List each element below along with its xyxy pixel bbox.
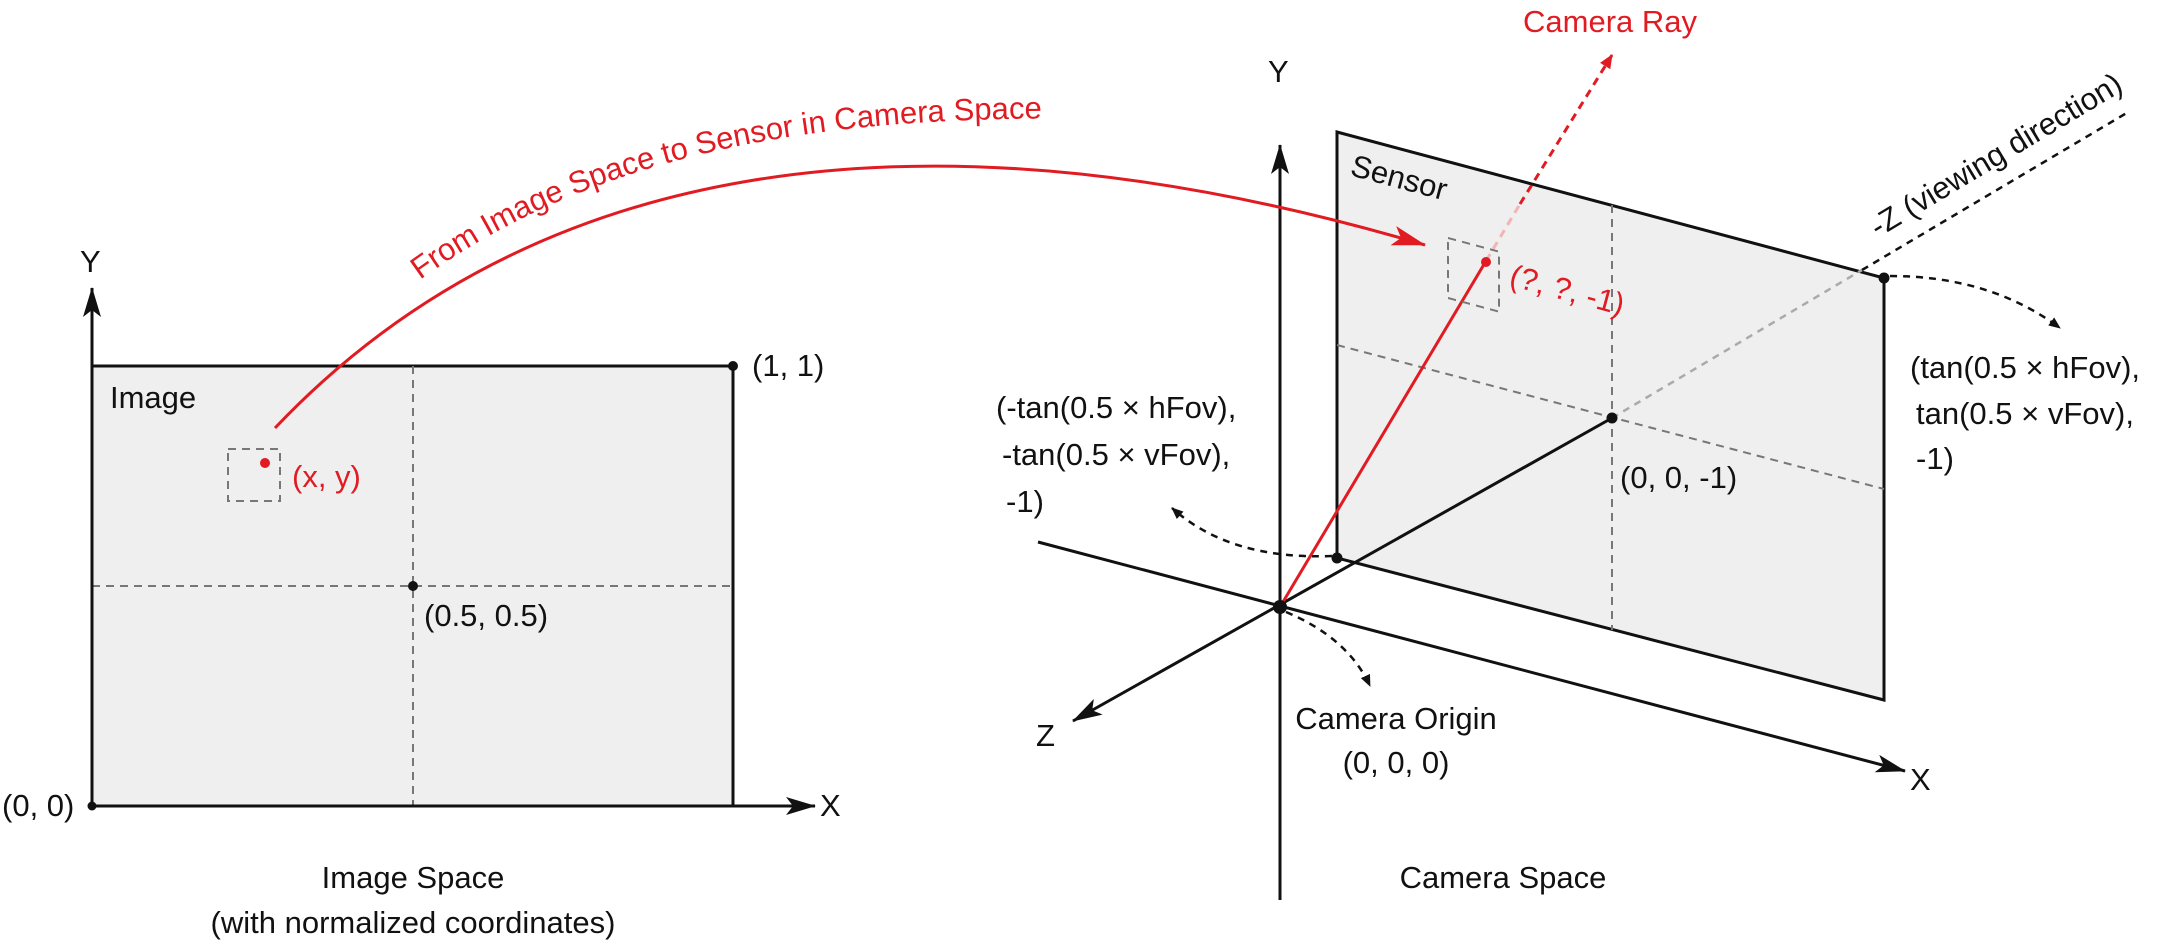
image-x-axis-label: X	[820, 788, 841, 823]
image-origin-point	[87, 801, 97, 811]
camera-origin-coords: (0, 0, 0)	[1343, 745, 1450, 780]
camera-y-axis-label: Y	[1268, 54, 1289, 89]
pixel-point	[260, 458, 270, 468]
mapping-arrow-label: From Image Space to Sensor in Camera Spa…	[404, 91, 1042, 286]
camera-space-caption: Camera Space	[1400, 860, 1607, 895]
sensor-bottom-left-callout	[1171, 507, 1333, 558]
camera-origin-point	[1273, 600, 1287, 614]
image-origin-label: (0, 0)	[2, 788, 74, 823]
mapping-arrow-label-path: From Image Space to Sensor in Camera Spa…	[404, 91, 1042, 286]
image-space-caption-sub: (with normalized coordinates)	[211, 905, 616, 940]
image-plane-label: Image	[110, 380, 196, 415]
image-top-right-point	[728, 361, 738, 371]
sensor-bottom-left-label-3: -1)	[1006, 484, 1044, 519]
image-space-panel: Y X Image (0, 0) (1, 1) (0.5, 0.5) (x, y…	[2, 244, 841, 940]
sensor-bottom-left-label-2: -tan(0.5 × vFov),	[1002, 437, 1230, 472]
camera-z-axis-label: Z	[1036, 718, 1055, 753]
sensor-top-right-label-2: tan(0.5 × vFov),	[1916, 396, 2134, 431]
image-top-right-label: (1, 1)	[752, 348, 824, 383]
pixel-point-label: (x, y)	[292, 459, 361, 494]
camera-origin-callout	[1285, 610, 1372, 687]
sensor-center-label: (0, 0, -1)	[1620, 460, 1737, 495]
camera-z-axis	[1072, 416, 1613, 723]
sensor-center-point	[1606, 412, 1618, 424]
neg-z-axis-label: -Z (viewing direction)	[1864, 66, 2129, 244]
camera-x-axis	[1037, 540, 1906, 773]
camera-space-panel: Y Sensor -Z (viewing direction) X Z (0, …	[996, 4, 2140, 900]
camera-ray-label: Camera Ray	[1523, 4, 1697, 39]
image-center-label: (0.5, 0.5)	[424, 598, 548, 633]
sensor-bottom-left-label-1: (-tan(0.5 × hFov),	[996, 390, 1236, 425]
camera-origin-label: Camera Origin	[1295, 701, 1497, 736]
camera-ray-extension	[1518, 54, 1614, 205]
pixel-footprint-box	[227, 448, 281, 502]
sensor-top-right-label-1: (tan(0.5 × hFov),	[1910, 350, 2140, 385]
image-center-point	[408, 581, 418, 591]
camera-ray-segment	[1278, 260, 1488, 608]
camera-x-axis-label: X	[1910, 762, 1931, 797]
sensor-bottom-left-point	[1331, 552, 1343, 564]
sensor-pixel-point	[1481, 257, 1491, 267]
sensor-top-right-label-3: -1)	[1916, 441, 1954, 476]
camera-ray-through-sensor	[1484, 203, 1522, 262]
sensor-top-right-callout	[1889, 274, 2061, 330]
neg-z-axis-hidden	[1611, 268, 1863, 420]
image-y-axis-label: Y	[80, 244, 101, 279]
sensor-top-right-point	[1878, 272, 1890, 284]
image-space-caption: Image Space	[322, 860, 505, 895]
mapping-arrow	[273, 164, 1426, 430]
